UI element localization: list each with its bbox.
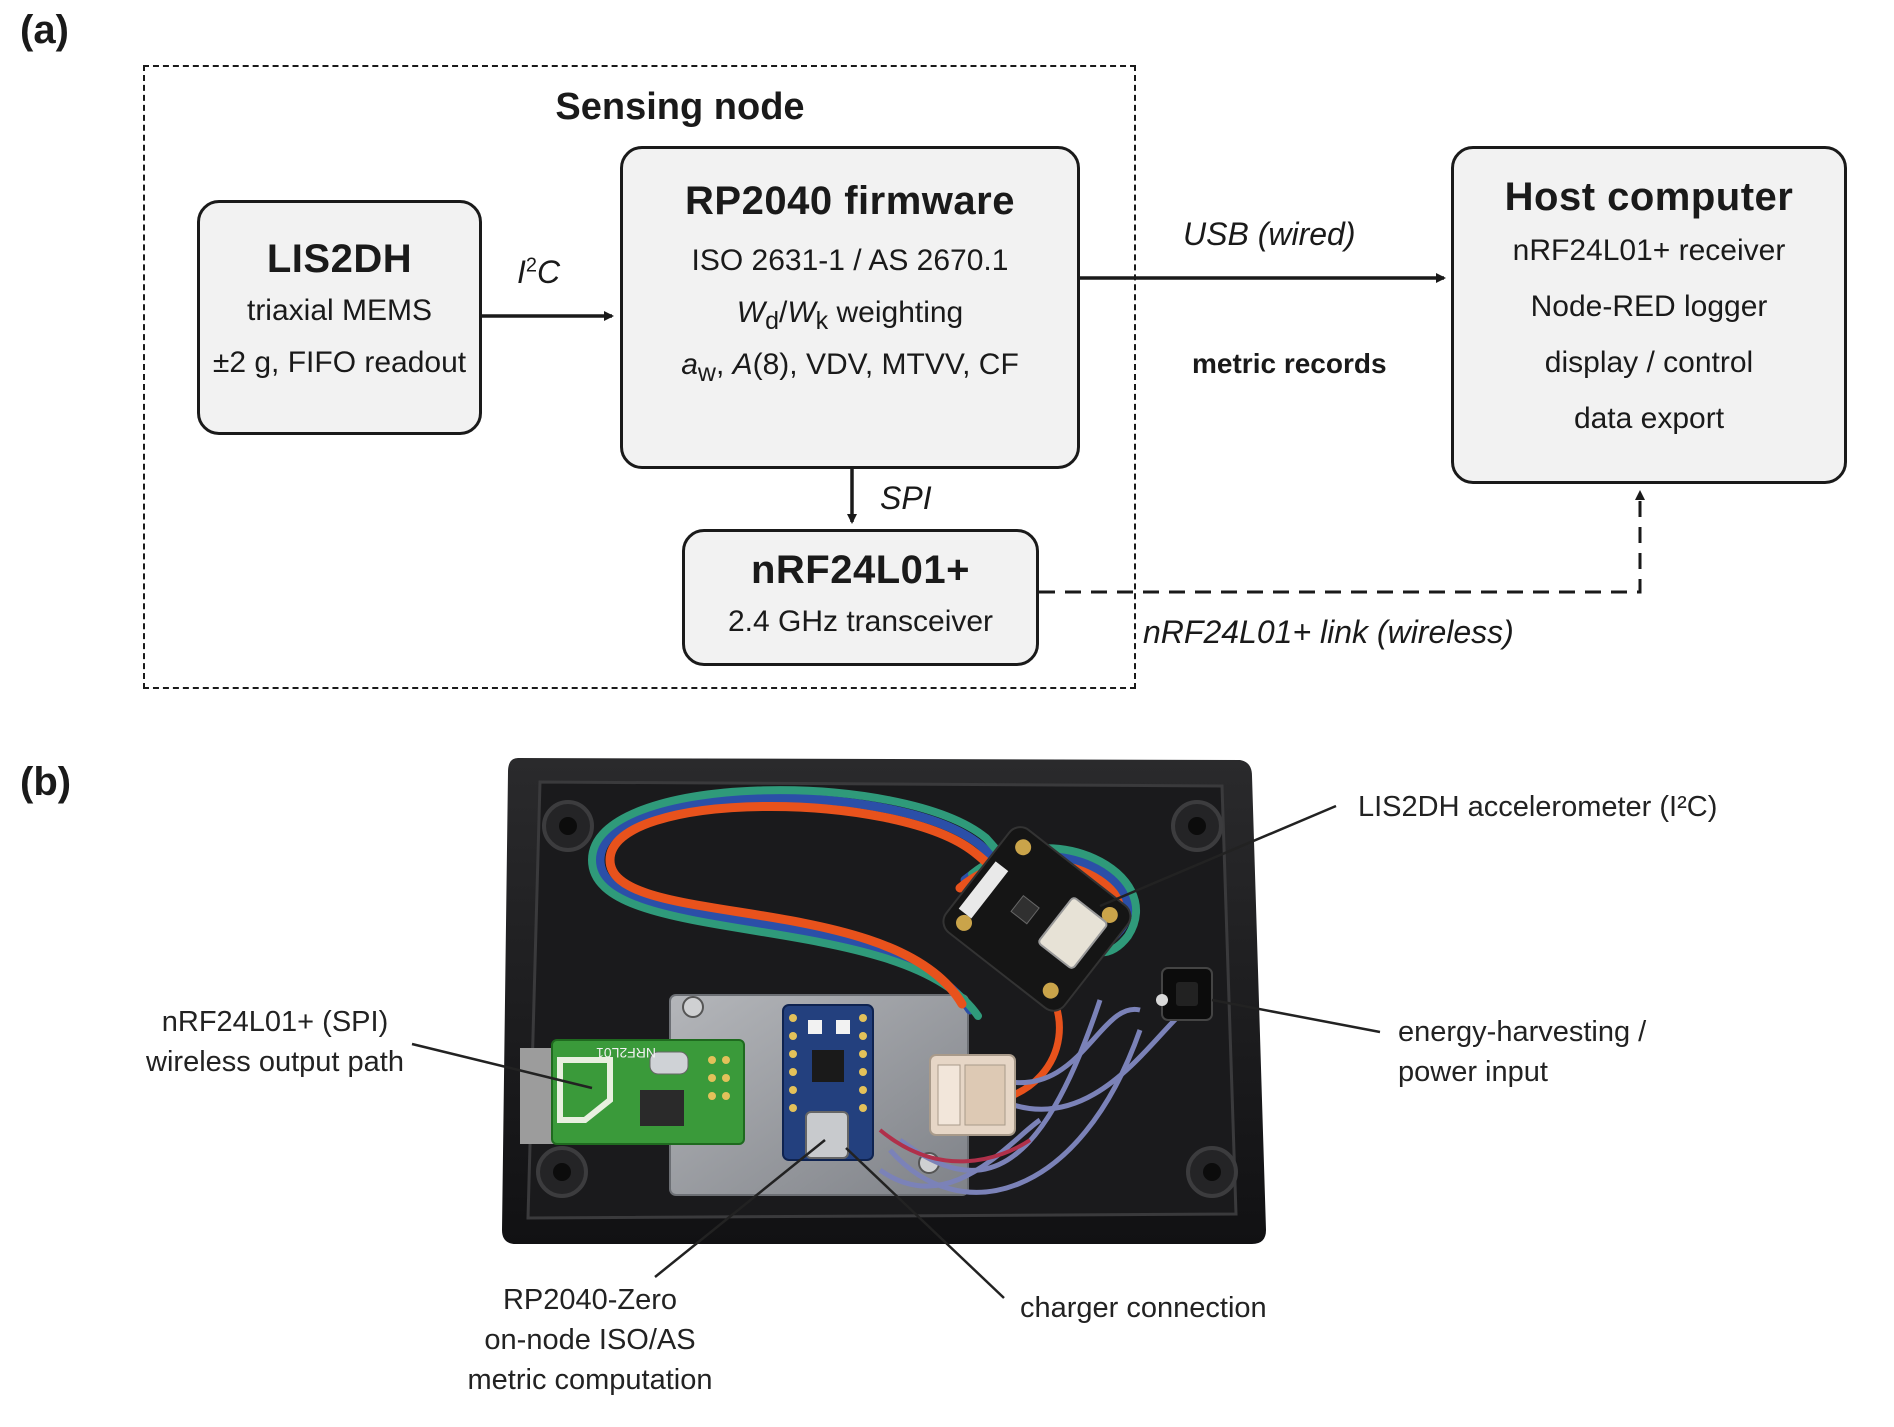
radio-line: 2.4 GHz transceiver xyxy=(727,605,994,638)
mounting-post xyxy=(536,1146,588,1198)
leader-radio xyxy=(411,1042,593,1090)
sensing-node-frame xyxy=(143,65,1136,689)
callout-leaders xyxy=(411,804,1381,1299)
sensor-box: LIS2DH triaxial MEMS ±2 g, FIFO readout xyxy=(197,200,482,435)
leader-mcu xyxy=(654,1139,826,1278)
host-line-4: data export xyxy=(1573,402,1725,435)
panel-a-label: (a) xyxy=(20,8,69,52)
radio-module-print: NRF2L01 xyxy=(596,1045,656,1061)
host-line-2: Node-RED logger xyxy=(1530,290,1768,323)
radio-box: nRF24L01+ 2.4 GHz transceiver xyxy=(682,529,1039,666)
i2c-C: C xyxy=(537,254,561,290)
power-input-jack xyxy=(1156,967,1213,1021)
usb-label: USB (wired) xyxy=(1183,216,1356,252)
accelerometer-board xyxy=(942,826,1132,1012)
leader-energy xyxy=(1211,998,1381,1034)
weighting-w: W xyxy=(736,296,766,329)
callout-radio: nRF24L01+ (SPI) wireless output path xyxy=(140,1002,410,1082)
firmware-box: RP2040 firmware ISO 2631-1 / AS 2670.1 W… xyxy=(620,146,1080,469)
sensor-line-1: triaxial MEMS xyxy=(246,294,433,327)
i2c-I: I xyxy=(517,254,526,290)
callout-mcu-line-3: metric computation xyxy=(467,1364,713,1397)
host-box: Host computer nRF24L01+ receiver Node-RE… xyxy=(1451,146,1847,484)
metric-A: A xyxy=(732,348,753,381)
spi-label: SPI xyxy=(880,480,932,516)
sensor-line-2: ±2 g, FIFO readout xyxy=(212,346,467,379)
plate-screw xyxy=(682,996,704,1018)
leader-accelerometer xyxy=(1099,804,1337,908)
firmware-title: RP2040 firmware xyxy=(685,179,1015,223)
mounting-post xyxy=(542,800,594,852)
weighting-w2: W xyxy=(787,296,816,329)
red-wire xyxy=(878,1128,1032,1164)
callout-energy-line-2: power input xyxy=(1398,1056,1548,1089)
callout-radio-line-2: wireless output path xyxy=(146,1046,404,1079)
firmware-metrics: aw, A(8), VDV, MTVV, CF xyxy=(623,348,1077,388)
radio-title: nRF24L01+ xyxy=(750,548,971,592)
metric-records-label: metric records xyxy=(1192,348,1387,379)
weighting-d: d xyxy=(765,307,779,335)
weighting-slash: / xyxy=(778,296,788,329)
callout-accelerometer: LIS2DH accelerometer (I²C) xyxy=(1358,791,1718,823)
nrf24-radio-board xyxy=(520,1039,745,1145)
firmware-weighting: Wd/Wk weighting xyxy=(623,296,1077,336)
callout-energy: energy-harvesting / power input xyxy=(1398,1012,1646,1092)
host-line-1: nRF24L01+ receiver xyxy=(1512,234,1786,267)
wireless-link-arrow xyxy=(1039,490,1645,594)
panel-b-label: (b) xyxy=(20,760,72,804)
mounting-post xyxy=(1186,1146,1238,1198)
mounting-post xyxy=(1171,800,1223,852)
leader-charger xyxy=(845,1147,1005,1299)
rp2040-zero-board xyxy=(782,1004,874,1161)
callout-mcu: RP2040-Zero on-node ISO/AS metric comput… xyxy=(466,1280,714,1400)
panel-a-connectors xyxy=(482,273,1645,594)
sensing-node-title: Sensing node xyxy=(555,86,805,128)
i2c-sup: 2 xyxy=(525,254,538,277)
callout-mcu-line-2: on-node ISO/AS xyxy=(484,1324,696,1357)
host-title: Host computer xyxy=(1504,175,1794,219)
metric-a: a xyxy=(681,348,698,381)
metric-a-sub: w xyxy=(697,359,716,387)
callout-radio-line-1: nRF24L01+ (SPI) xyxy=(161,1006,389,1038)
sensor-title: LIS2DH xyxy=(266,237,413,281)
weighting-rest: weighting xyxy=(828,296,964,329)
weighting-k: k xyxy=(815,307,829,335)
i2c-label: I2C xyxy=(517,254,560,291)
metric-rest: (8), VDV, MTVV, CF xyxy=(752,348,1019,381)
callout-energy-line-1: energy-harvesting / xyxy=(1398,1016,1647,1048)
wireless-link-label: nRF24L01+ link (wireless) xyxy=(1143,614,1514,650)
callout-mcu-line-1: RP2040-Zero xyxy=(502,1284,678,1316)
firmware-standards: ISO 2631-1 / AS 2670.1 xyxy=(691,244,1009,277)
metric-sep: , xyxy=(715,348,733,381)
host-line-3: display / control xyxy=(1544,346,1754,379)
callout-charger: charger connection xyxy=(1020,1292,1267,1324)
wire-connector xyxy=(929,1054,1016,1136)
